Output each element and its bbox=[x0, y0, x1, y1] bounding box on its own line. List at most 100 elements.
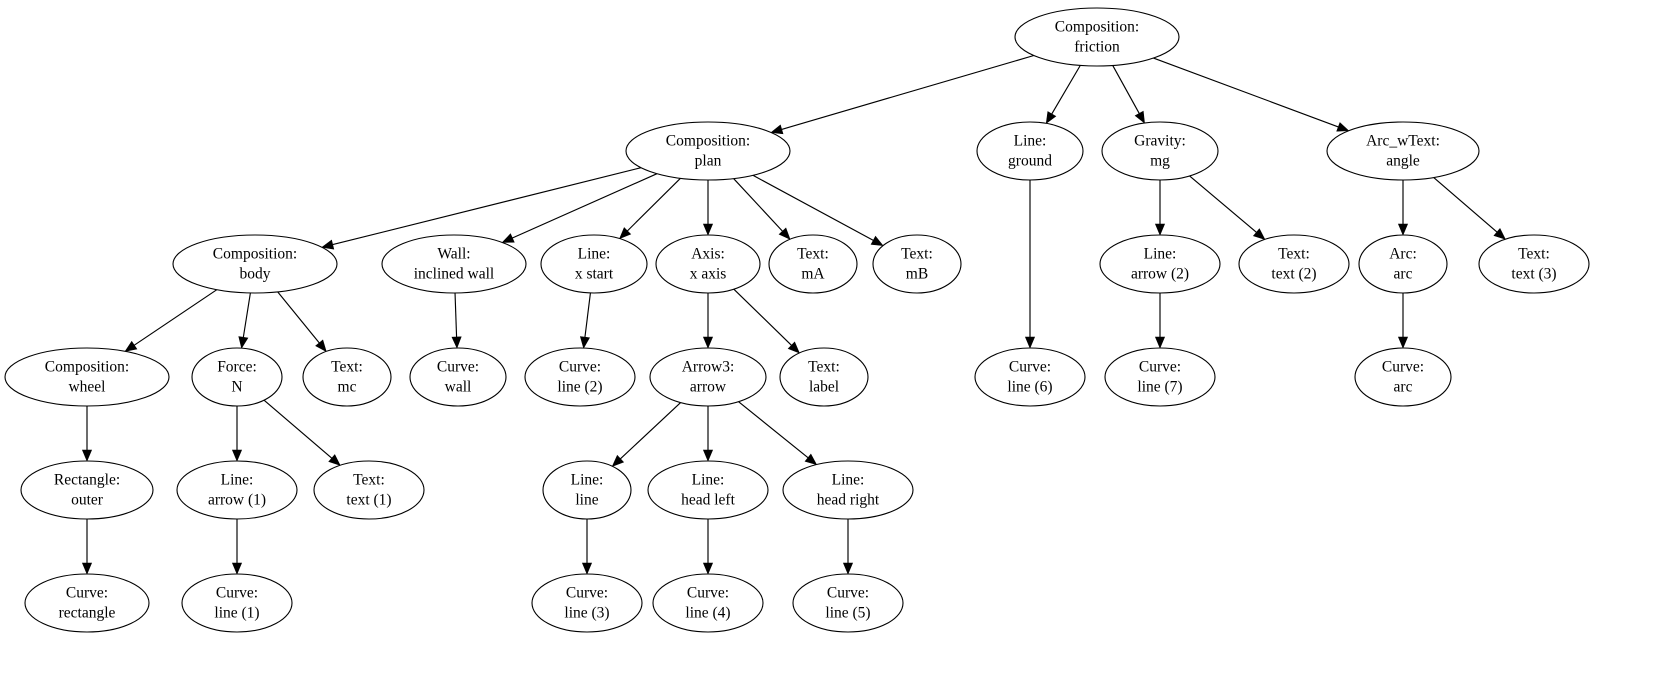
node-ellipse-shape[interactable] bbox=[655, 234, 761, 294]
edge-angle-to-arc bbox=[1397, 180, 1409, 236]
node-label-type: Curve: bbox=[827, 585, 869, 602]
graph-node-lineline[interactable]: Line:line bbox=[542, 460, 632, 520]
graph-node-curvearc[interactable]: Curve:arc bbox=[1354, 347, 1452, 407]
arrow-head-icon bbox=[1024, 336, 1036, 349]
graph-node-arrow2[interactable]: Line:arrow (2) bbox=[1099, 234, 1221, 294]
node-label-name: text (1) bbox=[346, 492, 391, 509]
node-ellipse-shape[interactable] bbox=[20, 460, 154, 520]
node-ellipse-shape[interactable] bbox=[191, 347, 283, 407]
node-ellipse-shape[interactable] bbox=[647, 460, 769, 520]
edge-friction-to-ground bbox=[1045, 65, 1081, 125]
arrow-head-icon bbox=[81, 449, 93, 462]
node-ellipse-shape[interactable] bbox=[1104, 347, 1216, 407]
node-ellipse-shape[interactable] bbox=[531, 573, 643, 633]
graph-node-xstart[interactable]: Line:x start bbox=[540, 234, 648, 294]
arrow-head-icon bbox=[124, 340, 138, 352]
arrow-head-icon bbox=[1397, 336, 1409, 349]
node-ellipse-shape[interactable] bbox=[768, 234, 858, 294]
graph-node-ground[interactable]: Line:ground bbox=[976, 121, 1084, 181]
nodes-layer: Composition:frictionComposition:planLine… bbox=[4, 7, 1590, 633]
node-ellipse-shape[interactable] bbox=[313, 460, 425, 520]
node-ellipse-shape[interactable] bbox=[4, 347, 170, 407]
node-label-name: line bbox=[575, 492, 598, 509]
node-ellipse-shape[interactable] bbox=[872, 234, 962, 294]
graph-node-text3[interactable]: Text:text (3) bbox=[1478, 234, 1590, 294]
node-ellipse-shape[interactable] bbox=[24, 573, 150, 633]
edge-forcen-to-text1 bbox=[263, 399, 341, 466]
graph-node-line2[interactable]: Curve:line (2) bbox=[524, 347, 636, 407]
graph-node-line4[interactable]: Curve:line (4) bbox=[652, 573, 764, 633]
edge-outer-to-crect bbox=[81, 519, 93, 575]
graph-node-body[interactable]: Composition:body bbox=[172, 234, 338, 294]
node-label-name: label bbox=[809, 379, 839, 396]
graph-node-xaxis[interactable]: Axis:x axis bbox=[655, 234, 761, 294]
node-ellipse-shape[interactable] bbox=[302, 347, 392, 407]
node-ellipse-shape[interactable] bbox=[649, 347, 767, 407]
node-ellipse-shape[interactable] bbox=[181, 573, 293, 633]
node-ellipse-shape[interactable] bbox=[1326, 121, 1480, 181]
node-ellipse-shape[interactable] bbox=[974, 347, 1086, 407]
node-ellipse-shape[interactable] bbox=[381, 234, 527, 294]
graph-node-line1[interactable]: Curve:line (1) bbox=[181, 573, 293, 633]
graph-node-line7[interactable]: Curve:line (7) bbox=[1104, 347, 1216, 407]
graph-node-crect[interactable]: Curve:rectangle bbox=[24, 573, 150, 633]
node-ellipse-shape[interactable] bbox=[1354, 347, 1452, 407]
node-ellipse-shape[interactable] bbox=[792, 573, 904, 633]
graph-node-line5[interactable]: Curve:line (5) bbox=[792, 573, 904, 633]
node-ellipse-shape[interactable] bbox=[1014, 7, 1180, 67]
node-ellipse-shape[interactable] bbox=[1238, 234, 1350, 294]
graph-node-friction[interactable]: Composition:friction bbox=[1014, 7, 1180, 67]
graph-node-outer[interactable]: Rectangle:outer bbox=[20, 460, 154, 520]
graph-node-wall[interactable]: Wall:inclined wall bbox=[381, 234, 527, 294]
node-ellipse-shape[interactable] bbox=[172, 234, 338, 294]
graph-node-wheel[interactable]: Composition:wheel bbox=[4, 347, 170, 407]
graph-node-text1[interactable]: Text:text (1) bbox=[313, 460, 425, 520]
node-label-type: Curve: bbox=[66, 585, 108, 602]
graph-node-headleft[interactable]: Line:head left bbox=[647, 460, 769, 520]
node-ellipse-shape[interactable] bbox=[625, 121, 791, 181]
node-ellipse-shape[interactable] bbox=[976, 121, 1084, 181]
graph-node-arc[interactable]: Arc:arc bbox=[1358, 234, 1448, 294]
node-ellipse-shape[interactable] bbox=[176, 460, 298, 520]
node-ellipse-shape[interactable] bbox=[652, 573, 764, 633]
node-ellipse-shape[interactable] bbox=[542, 460, 632, 520]
graph-node-arrow1[interactable]: Line:arrow (1) bbox=[176, 460, 298, 520]
node-label-name: head right bbox=[817, 492, 880, 509]
node-ellipse-shape[interactable] bbox=[1101, 121, 1219, 181]
node-label-name: mA bbox=[801, 266, 825, 283]
graph-node-label[interactable]: Text:label bbox=[779, 347, 869, 407]
node-label-name: mc bbox=[338, 379, 357, 396]
graph-node-ma[interactable]: Text: mA bbox=[768, 234, 858, 294]
graph-node-gravity[interactable]: Gravity:mg bbox=[1101, 121, 1219, 181]
node-label-type: Line: bbox=[578, 246, 611, 263]
node-ellipse-shape[interactable] bbox=[1478, 234, 1590, 294]
graph-node-angle[interactable]: Arc_wText:angle bbox=[1326, 121, 1480, 181]
graph-node-forcen[interactable]: Force:N bbox=[191, 347, 283, 407]
node-ellipse-shape[interactable] bbox=[1358, 234, 1448, 294]
graph-node-mb[interactable]: Text:mB bbox=[872, 234, 962, 294]
edges-layer bbox=[81, 54, 1506, 575]
graph-node-mc[interactable]: Text:mc bbox=[302, 347, 392, 407]
node-ellipse-shape[interactable] bbox=[409, 347, 507, 407]
graph-node-plan[interactable]: Composition:plan bbox=[625, 121, 791, 181]
node-ellipse-shape[interactable] bbox=[782, 460, 914, 520]
node-label-type: Curve: bbox=[559, 359, 601, 376]
node-ellipse-shape[interactable] bbox=[1099, 234, 1221, 294]
node-label-type: Wall: bbox=[437, 246, 470, 263]
edge-body-to-wheel bbox=[124, 289, 218, 352]
arrow-head-icon bbox=[702, 336, 714, 349]
graph-node-headright[interactable]: Line:head right bbox=[782, 460, 914, 520]
edge-line bbox=[332, 167, 642, 246]
graph-node-curvewall[interactable]: Curve:wall bbox=[409, 347, 507, 407]
node-ellipse-shape[interactable] bbox=[540, 234, 648, 294]
graph-node-arrow3[interactable]: Arrow3:arrow bbox=[649, 347, 767, 407]
node-label-type: Text: bbox=[797, 246, 829, 263]
node-ellipse-shape[interactable] bbox=[524, 347, 636, 407]
edge-line bbox=[1112, 65, 1140, 114]
graph-node-text2[interactable]: Text:text (2) bbox=[1238, 234, 1350, 294]
node-ellipse-shape[interactable] bbox=[779, 347, 869, 407]
edge-friction-to-gravity bbox=[1112, 65, 1145, 124]
graph-node-line3[interactable]: Curve:line (3) bbox=[531, 573, 643, 633]
graph-node-line6[interactable]: Curve:line (6) bbox=[974, 347, 1086, 407]
node-label-type: Arrow3: bbox=[682, 359, 735, 376]
